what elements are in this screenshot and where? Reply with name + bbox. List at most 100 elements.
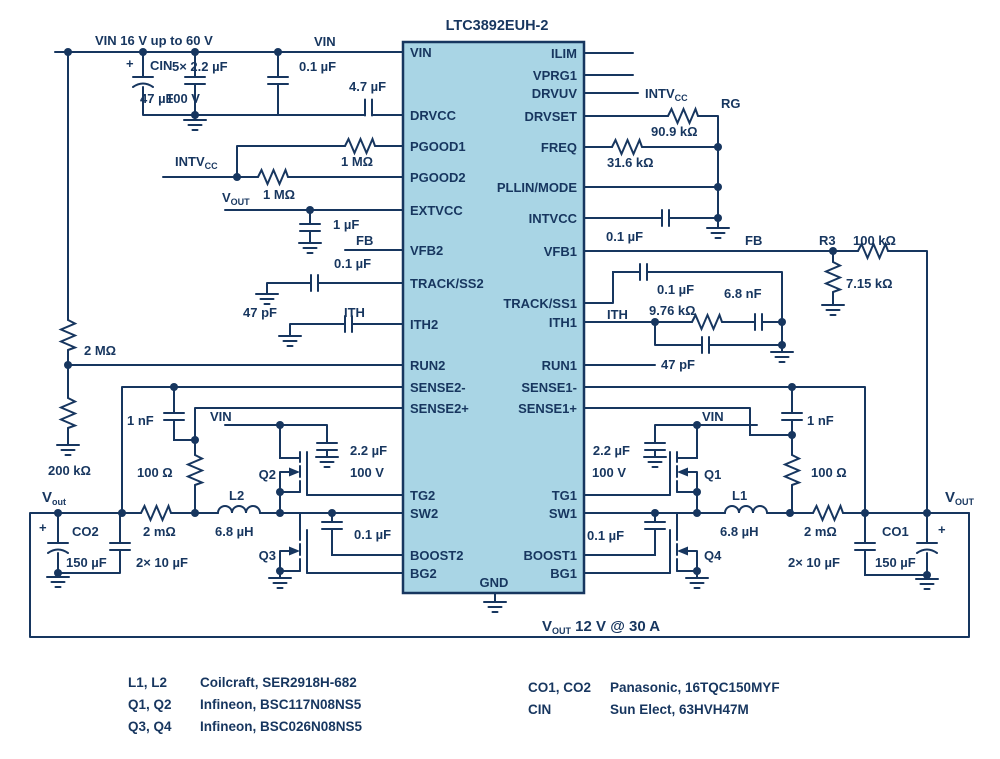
label-fb-net-right: FB — [745, 233, 762, 248]
label-cboost2-value: 0.1 µF — [354, 527, 391, 542]
pin-ith1: ITH1 — [549, 315, 577, 330]
pin-sense1p: SENSE1+ — [518, 401, 577, 416]
label-rsense2-value: 2 mΩ — [143, 524, 176, 539]
label-cboost1-value: 0.1 µF — [587, 528, 624, 543]
label-r3-value: 100 kΩ — [853, 233, 896, 248]
capacitor-ss2-0u1 — [310, 274, 319, 292]
bom-desc: Infineon, BSC026N08NS5 — [200, 719, 363, 734]
pin-boost1: BOOST1 — [524, 548, 577, 563]
resistor-pgood2-1meg — [257, 169, 289, 185]
bom-desc: Panasonic, 16TQC150MYF — [610, 680, 780, 695]
ground-extvcc — [298, 242, 322, 254]
pin-freq: FREQ — [541, 140, 577, 155]
capacitor-ith1-6n8 — [754, 313, 763, 331]
capacitor-intvcc-0u1 — [661, 209, 670, 227]
mosfet-q2 — [289, 451, 308, 496]
label-vout-net-extvcc: VOUT — [222, 190, 250, 207]
pin-boost2: BOOST2 — [410, 548, 463, 563]
label-rpgood2-value: 1 MΩ — [263, 187, 295, 202]
label-co2-value: 150 µF — [66, 555, 107, 570]
capacitor-drvcc-4u7 — [364, 98, 373, 117]
label-intvcc-net-right: INTVCC — [645, 86, 688, 103]
pin-vprg1: VPRG1 — [533, 68, 577, 83]
mosfet-q3 — [289, 529, 308, 574]
label-rg-net: RG — [721, 96, 741, 111]
capacitor-bulk-2u2 — [184, 76, 206, 85]
label-co1-plus: + — [938, 522, 946, 537]
label-cin-value: 47 µF — [140, 91, 174, 106]
label-csnub1-value: 1 nF — [807, 413, 834, 428]
label-cdrv1-value: 2.2 µF — [593, 443, 630, 458]
label-l2-value: 6.8 µH — [215, 524, 254, 539]
label-q4-ref: Q4 — [704, 548, 722, 563]
label-co2-ref: CO2 — [72, 524, 99, 539]
ground-run-divider — [56, 444, 80, 456]
label-rith1-value: 9.76 kΩ — [649, 303, 696, 318]
pin-trackss1: TRACK/SS1 — [503, 296, 577, 311]
label-rdrvset-value: 90.9 kΩ — [651, 124, 698, 139]
pin-pgood2: PGOOD2 — [410, 170, 466, 185]
capacitor-out1-10u — [854, 542, 876, 551]
capacitor-snub1-1n — [781, 412, 803, 421]
pin-intvcc: INTVCC — [529, 211, 578, 226]
ground-drv1 — [643, 456, 667, 468]
resistor-run-2meg — [60, 319, 76, 351]
pin-vfb2: VFB2 — [410, 243, 443, 258]
label-intvcc-net-left: INTVCC — [175, 154, 218, 171]
label-fb-net-left: FB — [356, 233, 373, 248]
capacitor-cin-47u — [132, 76, 154, 88]
resistor-fb-7k15 — [825, 261, 841, 293]
label-vin-net-q1: VIN — [702, 409, 724, 424]
label-cdrv2-rating: 100 V — [350, 465, 384, 480]
pin-sw1: SW1 — [549, 506, 577, 521]
label-rfb-value: 7.15 kΩ — [846, 276, 893, 291]
label-l2-ref: L2 — [229, 488, 244, 503]
label-cdrv2-value: 2.2 µF — [350, 443, 387, 458]
ground-q3 — [268, 577, 292, 589]
ground-drv2 — [315, 456, 339, 468]
pin-tg1: TG1 — [552, 488, 577, 503]
label-rrun-top-value: 2 MΩ — [84, 343, 116, 358]
label-vin-net-q2: VIN — [210, 409, 232, 424]
label-rrun-bot-value: 200 kΩ — [48, 463, 91, 478]
pin-ith2: ITH2 — [410, 317, 438, 332]
capacitor-snub2-1n — [163, 412, 185, 421]
label-rsense1-value: 2 mΩ — [804, 524, 837, 539]
resistor-sense2-2mohm — [140, 505, 172, 521]
ground-rg — [706, 227, 730, 239]
ground-co2 — [46, 576, 70, 588]
capacitor-boost2-0u1 — [321, 521, 343, 530]
label-l1-value: 6.8 µH — [720, 524, 759, 539]
pin-gnd: GND — [480, 575, 509, 590]
label-vout-spec: VOUT 12 V @ 30 A — [542, 618, 660, 636]
label-q3-ref: Q3 — [259, 548, 276, 563]
capacitor-co2-150u — [47, 542, 69, 554]
pin-sw2: SW2 — [410, 506, 438, 521]
resistor-drvset-90k9 — [667, 108, 699, 124]
label-vout-net-right: VOUT — [945, 489, 975, 507]
ic-title: LTC3892EUH-2 — [446, 18, 549, 34]
capacitor-co1-150u — [916, 542, 938, 554]
pin-run2: RUN2 — [410, 358, 445, 373]
resistor-snub1-100ohm — [784, 454, 800, 486]
pin-ilim: ILIM — [551, 46, 577, 61]
component-labels: VIN 16 V up to 60 V + CIN 47 µF 5× 2.2 µ… — [39, 33, 975, 636]
capacitor-drv2-2u2 — [316, 442, 338, 451]
bom-ref: Q1, Q2 — [128, 697, 172, 712]
ground-co1 — [915, 578, 939, 590]
resistor-sense1-2mohm — [812, 505, 844, 521]
resistor-snub2-100ohm — [187, 454, 203, 486]
label-rsnub1-value: 100 Ω — [811, 465, 847, 480]
label-rfreq-value: 31.6 kΩ — [607, 155, 654, 170]
wires-right-power-stage — [583, 386, 970, 580]
ground-q4 — [685, 577, 709, 589]
pin-drvcc: DRVCC — [410, 108, 457, 123]
pin-tg2: TG2 — [410, 488, 435, 503]
label-q1-ref: Q1 — [704, 467, 721, 482]
label-vout-net-left: Vout — [42, 489, 66, 507]
capacitor-boost1-0u1 — [644, 521, 666, 530]
ic-right-pin-labels: ILIM VPRG1 DRVUV DRVSET FREQ PLLIN/MODE … — [497, 46, 578, 581]
bom-table-left: L1, L2 Coilcraft, SER2918H-682 Q1, Q2 In… — [128, 675, 363, 734]
label-co1-ref: CO1 — [882, 524, 909, 539]
